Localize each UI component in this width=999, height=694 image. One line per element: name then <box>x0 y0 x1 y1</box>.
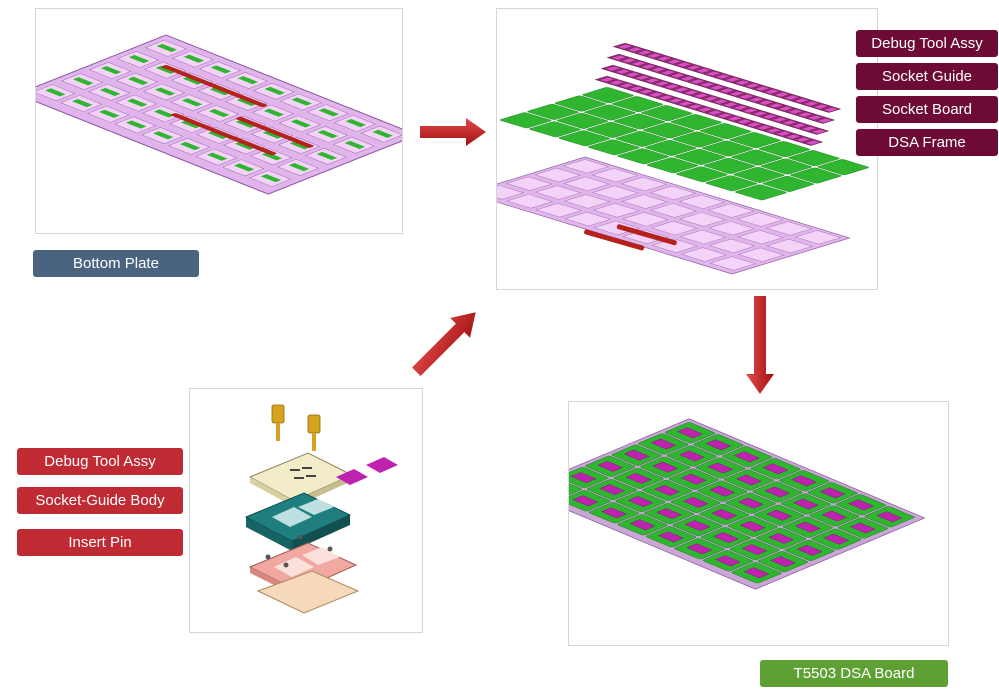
arrow-right-icon <box>420 118 486 146</box>
insert-pin-label: Insert Pin <box>17 529 183 556</box>
debug-tool-image <box>244 404 398 614</box>
exploded-view-panel <box>496 8 878 290</box>
bottom-plate-image <box>36 34 402 195</box>
debug-tool-assy-label-left: Debug Tool Assy <box>17 448 183 475</box>
socket-guide-label: Socket Guide <box>856 63 998 90</box>
dsa-frame-label: DSA Frame <box>856 129 998 156</box>
bottom-plate-label: Bottom Plate <box>33 250 199 277</box>
dsa-board-image <box>569 418 926 590</box>
arrow-up-right-icon <box>412 312 476 376</box>
debug-tool-panel <box>189 388 423 633</box>
arrow-down-icon <box>746 296 774 394</box>
socket-board-label: Socket Board <box>856 96 998 123</box>
bottom-plate-panel <box>35 8 403 234</box>
debug-tool-assy-label-right: Debug Tool Assy <box>856 30 998 57</box>
exploded-assembly-image <box>497 42 869 275</box>
dsa-board-panel <box>568 401 949 646</box>
insert-pin-icon <box>271 404 321 451</box>
socket-guide-body-label: Socket-Guide Body <box>17 487 183 514</box>
t5503-dsa-board-label: T5503 DSA Board <box>760 660 948 687</box>
